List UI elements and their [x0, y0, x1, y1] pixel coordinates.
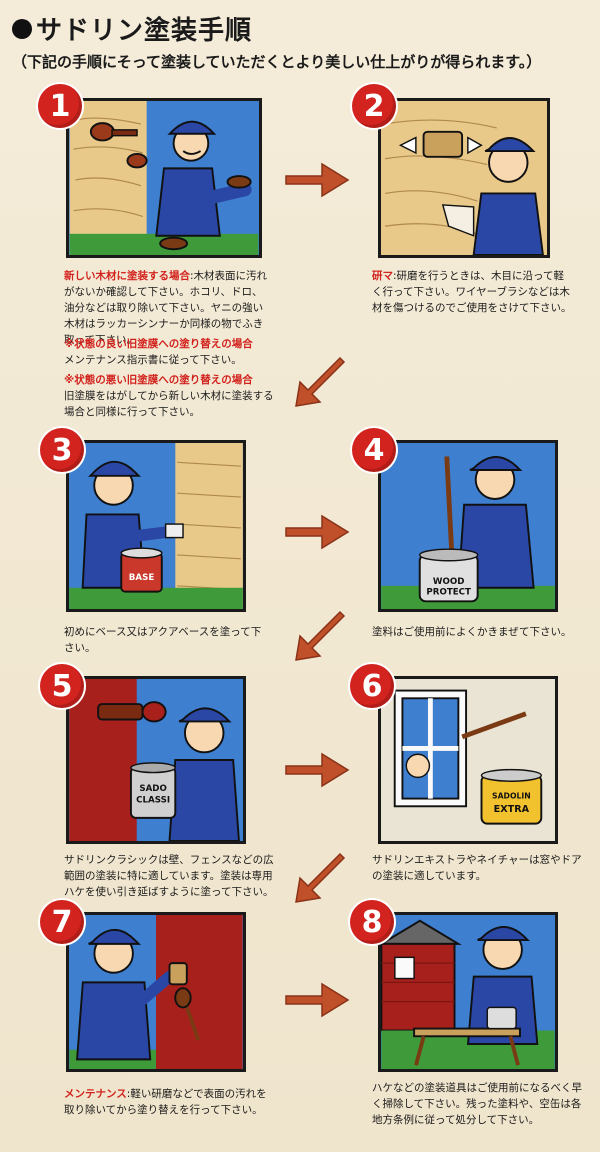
page-title: サドリン塗装手順 [36, 16, 253, 46]
step-6-text: サドリンエキストラやネイチャーは窓やドアの塗装に適しています。 [372, 854, 582, 882]
step-7-brush-icon [174, 987, 201, 1041]
step-5-can-label-2: CLASSI [136, 795, 170, 805]
step-3-description: 初めにベース又はアクアベースを塗って下さい。 [64, 624, 264, 656]
arrow-right-icon [285, 752, 350, 788]
step-8-badge: 8 [350, 900, 394, 944]
step-2-description: 研マ:研磨を行うときは、木目に沿って軽く行って下さい。ワイヤーブラシなどは木材を… [372, 268, 572, 316]
step-8-illustration [378, 912, 558, 1072]
bullet-icon [12, 18, 32, 39]
arrow-right-icon [285, 162, 350, 198]
step-7-highlight: メンテナンス [64, 1088, 127, 1100]
step-3-illustration: BASE [66, 440, 246, 612]
step-1-illustration [66, 98, 262, 258]
step-5-brush-icon [97, 701, 167, 723]
step-4-description: 塗料はご使用前によくかきまぜて下さい。 [372, 624, 582, 640]
step-3-paint-can-icon: BASE [120, 547, 163, 593]
step-1-brush-icon [89, 122, 148, 169]
step-2-illustration [378, 98, 550, 258]
step-7-illustration [66, 912, 246, 1072]
step-4-badge: 4 [352, 428, 396, 472]
step-6-can-label-1: SADOLIN [492, 792, 531, 801]
arrow-right-icon [285, 982, 350, 1018]
step-4-can-label-2: PROTECT [426, 588, 471, 598]
step-5-paint-can-icon: SADO CLASSI [129, 762, 177, 819]
step-6-can-label-2: EXTRA [494, 804, 530, 815]
step-1-note-1-title: ※状態の良い旧塗膜への塗り替えの場合 [64, 338, 253, 350]
step-4-text: 塗料はご使用前によくかきまぜて下さい。 [372, 626, 572, 638]
step-4-can-label-1: WOOD [433, 577, 465, 587]
step-2-text: :研磨を行うときは、木目に沿って軽く行って下さい。ワイヤーブラシなどは木材を傷つ… [372, 270, 572, 314]
step-6-paint-can-icon: SADOLIN EXTRA [480, 768, 543, 825]
step-1-drawing [69, 101, 259, 255]
step-2-worker-icon [441, 137, 544, 255]
step-1-highlight: 新しい木材に塗装する場合 [64, 270, 190, 282]
step-5-drawing: SADO CLASSI [69, 679, 243, 841]
step-1-text: :木材表面に汚れがないか確認して下さい。ホコリ、ドロ、油分などは取り除いて下さい… [64, 270, 268, 346]
step-6-window-icon [393, 689, 468, 808]
title-row: サドリン塗装手順 [12, 10, 592, 47]
step-7-text: :軽い研磨などで表面の汚れを取り除いてから塗り替えを行って下さい。 [64, 1088, 267, 1116]
step-5-illustration: SADO CLASSI [66, 676, 246, 844]
step-4-paint-can-icon: WOOD PROTECT [418, 548, 479, 603]
header: サドリン塗装手順 （下記の手順にそって塗装していただくとより美しい仕上がりが得ら… [12, 10, 592, 72]
arrow-right-icon [285, 514, 350, 550]
step-8-text: ハケなどの塗装道具はご使用前になるべく早く掃除して下さい。残った塗料や、空缶は各… [372, 1082, 582, 1126]
step-3-worker-icon [81, 460, 184, 589]
step-6-description: サドリンエキストラやネイチャーは窓やドアの塗装に適しています。 [372, 852, 582, 884]
step-1-note-2-text: 旧塗膜をはがしてから新しい木材に塗装する場合と同様に行って下さい。 [64, 390, 274, 418]
step-4-drawing: WOOD PROTECT [381, 443, 555, 609]
arrow-diagonal-icon [295, 610, 346, 661]
step-7-badge: 7 [40, 900, 84, 944]
step-5-text: サドリンクラシックは壁、フェンスなどの広範囲の塗装に特に適しています。塗装は専用… [64, 854, 274, 898]
step-3-badge: 3 [40, 428, 84, 472]
arrow-diagonal-icon [295, 852, 346, 903]
step-3-drawing: BASE [69, 443, 243, 609]
step-8-drawing [381, 915, 555, 1069]
step-1-note-2: ※状態の悪い旧塗膜への塗り替えの場合 旧塗膜をはがしてから新しい木材に塗装する場… [64, 372, 274, 420]
step-6-badge: 6 [350, 664, 394, 708]
step-8-workbench-icon [413, 1006, 521, 1066]
arrow-diagonal-icon [295, 356, 346, 407]
step-1-note-2-title: ※状態の悪い旧塗膜への塗り替えの場合 [64, 374, 253, 386]
step-7-worker-icon [76, 928, 188, 1061]
step-7-drawing [69, 915, 243, 1069]
step-4-illustration: WOOD PROTECT [378, 440, 558, 612]
step-1-description: 新しい木材に塗装する場合:木材表面に汚れがないか確認して下さい。ホコリ、ドロ、油… [64, 268, 272, 348]
step-1-note-1-text: メンテナンス指示書に従って下さい。 [64, 354, 242, 366]
step-2-highlight: 研マ [372, 270, 393, 282]
step-6-illustration: SADOLIN EXTRA [378, 676, 558, 844]
step-1-badge: 1 [38, 84, 82, 128]
step-3-can-label: BASE [129, 573, 155, 583]
step-5-description: サドリンクラシックは壁、フェンスなどの広範囲の塗装に特に適しています。塗装は専用… [64, 852, 274, 900]
step-6-drawing: SADOLIN EXTRA [381, 679, 555, 841]
step-1-worker-icon [155, 120, 252, 251]
step-8-house-icon [381, 919, 462, 1032]
step-2-drawing [381, 101, 547, 255]
step-8-description: ハケなどの塗装道具はご使用前になるべく早く掃除して下さい。残った塗料や、空缶は各… [372, 1080, 584, 1128]
step-2-badge: 2 [352, 84, 396, 128]
step-7-description: メンテナンス:軽い研磨などで表面の汚れを取り除いてから塗り替えを行って下さい。 [64, 1086, 274, 1118]
step-5-can-label-1: SADO [139, 784, 166, 794]
step-3-text: 初めにベース又はアクアベースを塗って下さい。 [64, 626, 262, 654]
page-subtitle: （下記の手順にそって塗装していただくとより美しい仕上がりが得られます。） [12, 53, 542, 71]
step-5-badge: 5 [40, 664, 84, 708]
step-2-sandpaper-icon [398, 130, 483, 158]
step-1-note-1: ※状態の良い旧塗膜への塗り替えの場合 メンテナンス指示書に従って下さい。 [64, 336, 274, 368]
